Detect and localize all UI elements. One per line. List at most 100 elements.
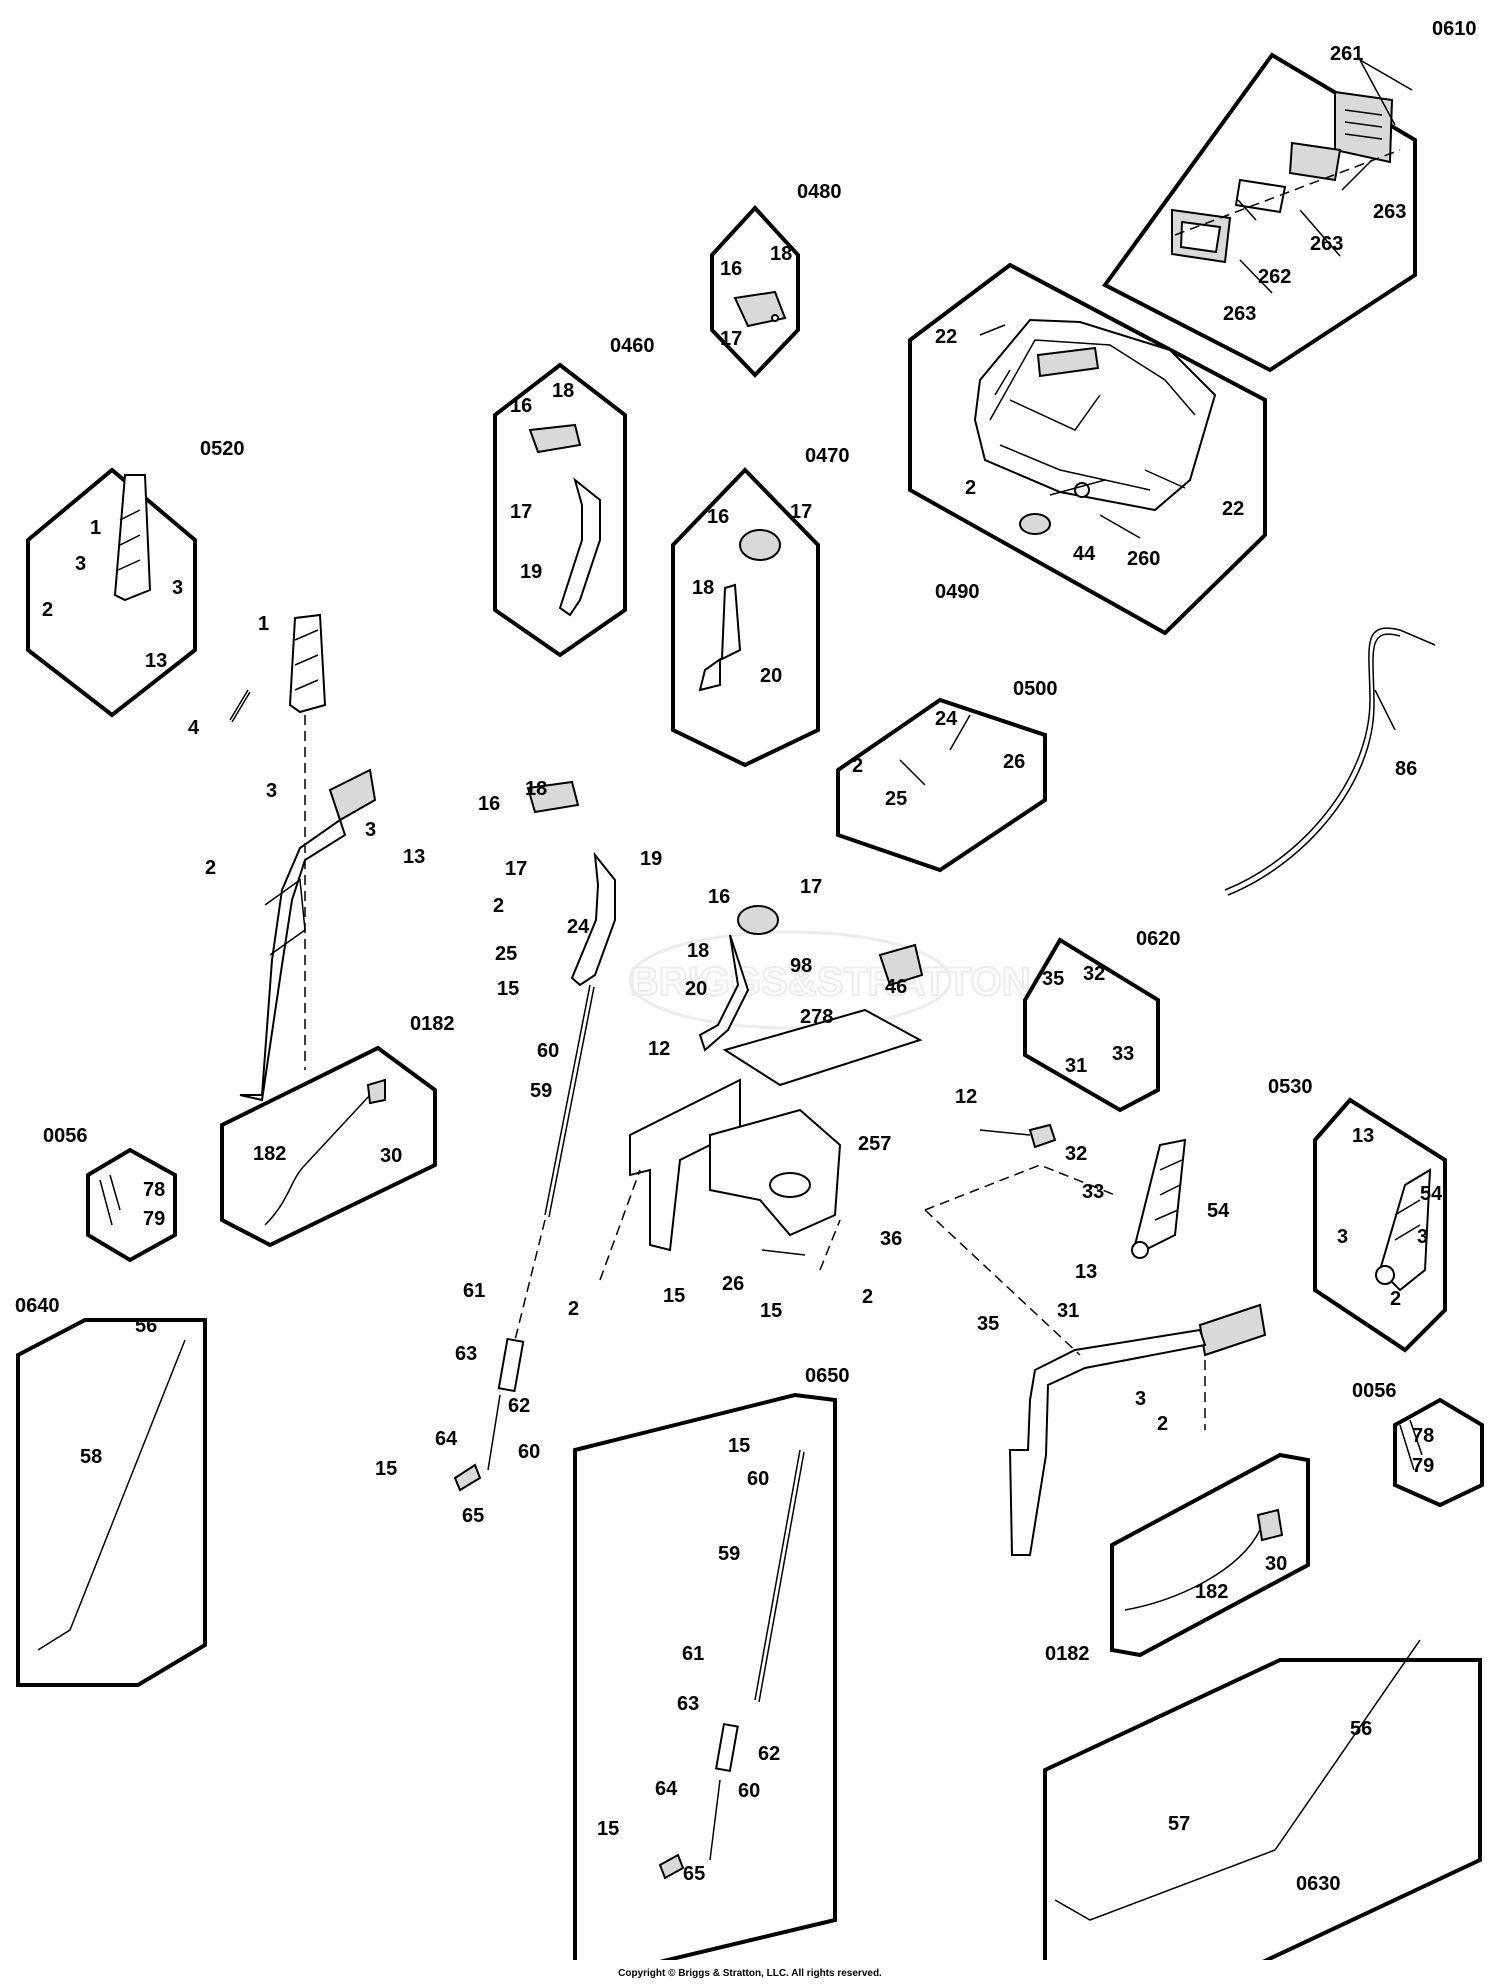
part-number-callout: 3	[1135, 1388, 1146, 1410]
group-label-0470: 0470	[805, 445, 850, 467]
part-number-callout: 25	[495, 943, 517, 965]
group-frame-0500	[836, 697, 1047, 873]
group-frame-0640	[16, 1318, 207, 1687]
group-frame-0056a	[86, 1147, 177, 1263]
part-number-callout: 60	[738, 1780, 760, 1802]
part-number-callout: 13	[1352, 1125, 1374, 1147]
part-number-callout: 60	[747, 1468, 769, 1490]
part-number-callout: 20	[685, 978, 707, 1000]
group-label-0460: 0460	[610, 335, 655, 357]
part-number-callout: 261	[1330, 43, 1363, 65]
part-number-callout: 25	[885, 788, 907, 810]
part-number-callout: 24	[935, 708, 958, 730]
part-number-callout: 18	[552, 380, 574, 402]
part-number-callout: 3	[1337, 1226, 1348, 1248]
part-number-callout: 65	[462, 1505, 484, 1527]
part-number-callout: 62	[758, 1743, 780, 1765]
part-number-callout: 18	[692, 577, 714, 599]
group-frame-0650	[573, 1392, 837, 1960]
part-number-callout: 13	[1075, 1261, 1097, 1283]
part-number-callout: 3	[266, 780, 277, 802]
group-label-0500: 0500	[1013, 678, 1058, 700]
part-number-callout: 2	[852, 755, 863, 777]
group-frame-0480	[710, 205, 800, 378]
part-number-callout: 63	[455, 1343, 477, 1365]
console-trim-parts	[1171, 90, 1401, 264]
part-number-callout: 18	[687, 940, 709, 962]
part-number-callout: 79	[1412, 1455, 1434, 1477]
part-number-callout: 3	[1417, 1226, 1428, 1248]
part-number-callout: 1	[90, 517, 101, 539]
part-number-callout: 86	[1395, 758, 1417, 780]
part-number-callout: 18	[525, 778, 547, 800]
part-number-callout: 182	[253, 1143, 286, 1165]
part-number-callout: 16	[478, 793, 500, 815]
part-number-callout: 19	[640, 848, 662, 870]
part-number-callout: 46	[885, 976, 907, 998]
part-number-callout: 22	[1222, 498, 1244, 520]
group-frame-0470	[671, 467, 820, 768]
part-callouts: 261 263 263 262 263 16 18 17 22 2 22 44 …	[42, 43, 1443, 1885]
part-number-callout: 54	[1420, 1183, 1443, 1205]
control-panel-housing	[973, 318, 1217, 535]
part-number-callout: 260	[1127, 548, 1160, 570]
group-label-0610: 0610	[1432, 18, 1477, 40]
group-label-0490: 0490	[935, 581, 980, 603]
handle-parts-small	[528, 290, 787, 692]
part-number-callout: 64	[655, 1778, 678, 1800]
part-number-callout: 2	[568, 1298, 579, 1320]
part-number-callout: 56	[1350, 1718, 1372, 1740]
part-number-callout: 31	[1057, 1300, 1079, 1322]
part-number-callout: 13	[403, 846, 425, 868]
group-frame-0630	[1043, 1658, 1482, 1960]
part-number-callout: 2	[862, 1286, 873, 1308]
center-linkage-assembly	[453, 780, 924, 1492]
group-label-0620: 0620	[1136, 928, 1181, 950]
part-number-callout: 15	[760, 1300, 782, 1322]
group-label-0182: 0182	[410, 1013, 455, 1035]
svg-text:BRIGGS&STRATTON: BRIGGS&STRATTON	[630, 960, 1031, 1004]
group-label-0182: 0182	[1045, 1643, 1090, 1665]
leader-lines	[899, 59, 1413, 786]
part-number-callout: 32	[1083, 963, 1105, 985]
part-number-callout: 1	[258, 613, 269, 635]
part-number-callout: 56	[135, 1315, 157, 1337]
part-number-callout: 33	[1082, 1181, 1104, 1203]
part-number-callout: 257	[858, 1133, 891, 1155]
part-number-callout: 65	[683, 1863, 705, 1885]
part-number-callout: 13	[145, 650, 167, 672]
part-number-callout: 26	[1003, 751, 1025, 773]
part-number-callout: 15	[375, 1458, 397, 1480]
part-number-callout: 263	[1310, 233, 1343, 255]
part-number-callout: 262	[1258, 266, 1291, 288]
part-number-callout: 15	[597, 1818, 619, 1840]
group-label-0640: 0640	[15, 1295, 60, 1317]
part-number-callout: 2	[493, 895, 504, 917]
part-number-callout: 60	[518, 1441, 540, 1463]
group-label-0056: 0056	[43, 1125, 88, 1147]
part-number-callout: 35	[1042, 968, 1064, 990]
group-frame-0056b	[1393, 1397, 1484, 1508]
part-number-callout: 60	[537, 1040, 559, 1062]
grip-parts	[113, 474, 1432, 1292]
part-number-callout: 16	[720, 258, 742, 280]
part-number-callout: 182	[1195, 1581, 1228, 1603]
part-number-callout: 4	[188, 717, 200, 739]
part-number-callout: 59	[718, 1543, 740, 1565]
group-frame-0530	[1313, 1097, 1447, 1353]
part-number-callout: 44	[1073, 543, 1096, 565]
left-handle-assembly	[229, 613, 377, 1102]
part-number-callout: 3	[172, 577, 183, 599]
part-number-callout: 33	[1112, 1043, 1134, 1065]
part-number-callout: 20	[760, 665, 782, 687]
part-number-callout: 15	[728, 1435, 750, 1457]
group-labels: 0610 0480 0460 0470 0490 0520 0500 0620 …	[15, 18, 1477, 1895]
part-number-callout: 16	[708, 886, 730, 908]
part-number-callout: 19	[520, 561, 542, 583]
part-number-callout: 78	[1412, 1425, 1434, 1447]
part-number-callout: 79	[143, 1208, 165, 1230]
part-number-callout: 278	[800, 1006, 833, 1028]
part-number-callout: 12	[648, 1038, 670, 1060]
part-number-callout: 12	[955, 1086, 977, 1108]
